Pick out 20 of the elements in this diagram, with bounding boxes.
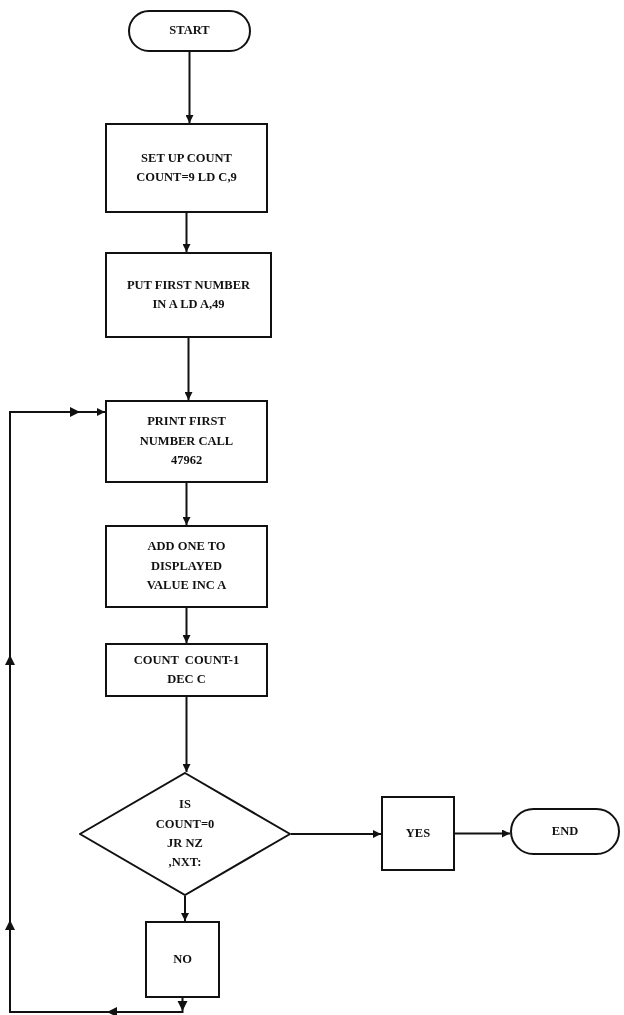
node-text: YES [404,824,432,842]
process-box [105,525,268,608]
terminal-shape [510,808,620,855]
terminal-shape [128,10,251,52]
node-text: END [550,822,580,840]
process-box [105,400,268,483]
process-box [105,252,272,338]
process-box [381,796,455,871]
node-text: ADD ONE TO DISPLAYED VALUE INC A [145,538,228,595]
node-text: NO [172,950,193,968]
process-box [105,643,268,697]
node-text: PRINT FIRST NUMBER CALL 47962 [138,413,235,470]
node-text: IS COUNT=0 JR NZ ,NXT: [154,796,216,872]
node-text: SET UP COUNT COUNT=9 LD C,9 [135,149,238,186]
node-text: COUNT COUNT-1 DEC C [132,651,241,688]
node-text: START [168,22,211,40]
node-text: PUT FIRST NUMBER IN A LD A,49 [125,276,252,313]
decision-diamond [79,772,291,896]
process-box [145,921,220,998]
process-box [105,123,268,213]
